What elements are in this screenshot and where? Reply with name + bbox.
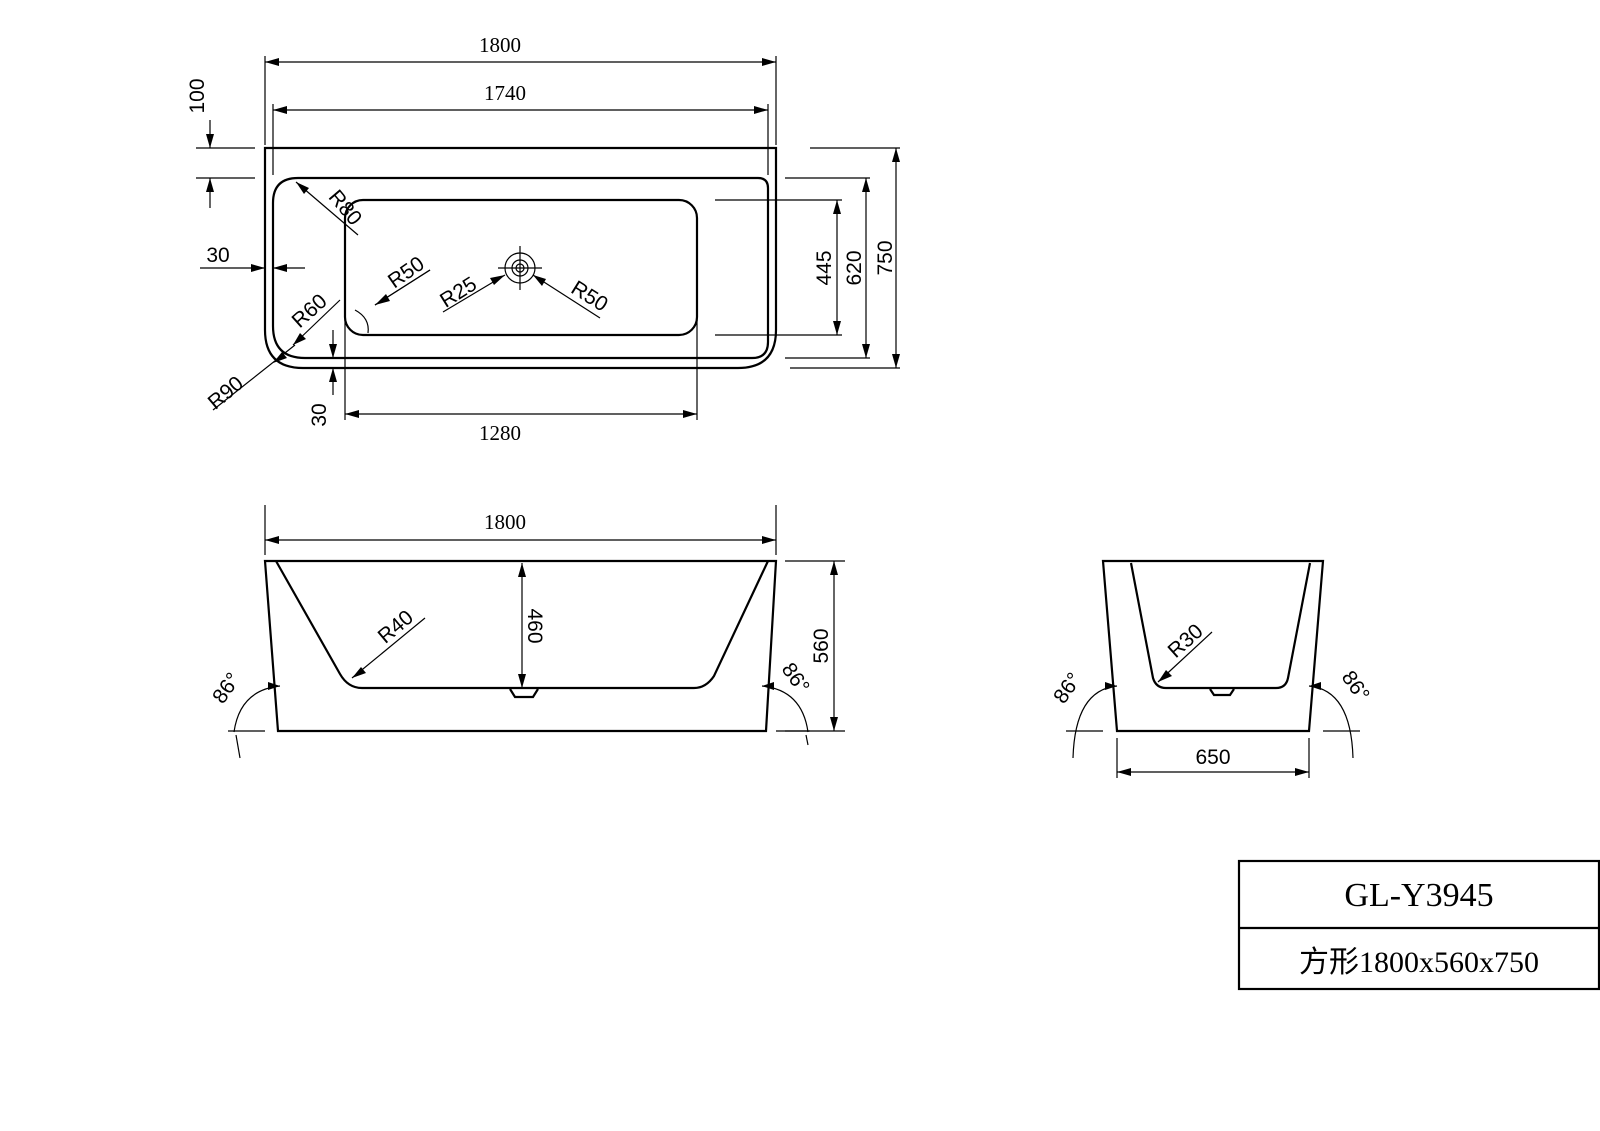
side-width-label: 650: [1195, 746, 1230, 769]
top-radius-r25-label: R25: [436, 273, 481, 313]
top-front-wall-label: 30: [308, 403, 331, 426]
front-view: 1800 560 460 R40 86° 86°: [208, 505, 845, 759]
top-radius-r90-label: R90: [204, 372, 248, 414]
front-outer-outline: [263, 559, 778, 733]
top-radius-r50-basin-label: R50: [384, 252, 429, 293]
side-view: 650 R30 86° 86°: [1049, 559, 1374, 778]
top-side-wall-label: 30: [206, 244, 229, 267]
side-inner-basin: [1129, 562, 1312, 690]
product-description: 方形1800x560x750: [1299, 946, 1539, 979]
front-inner-basin: [275, 560, 769, 690]
top-radius-r50-drain-label: R50: [567, 277, 612, 317]
front-height-label: 560: [810, 628, 833, 663]
front-length-label: 1800: [484, 510, 526, 534]
top-view: 1800 1740 1280 100 30 30 750 620 445 R80…: [186, 33, 900, 445]
side-angle-right-label: 86°: [1337, 667, 1374, 706]
top-rim-length-label: 1740: [484, 81, 526, 105]
top-dimension-lines: [200, 58, 900, 418]
top-rim-outline: [271, 176, 770, 360]
top-outer-outline: [263, 146, 778, 370]
drain-symbol-icon: [498, 246, 542, 290]
side-drain-outlet: [1209, 688, 1235, 697]
side-angle-left-label: 86°: [1049, 669, 1086, 708]
side-outer-outline: [1101, 559, 1325, 733]
top-width-label: 750: [874, 240, 897, 275]
top-radius-r60-label: R60: [288, 290, 332, 333]
top-basin-length-label: 1280: [479, 421, 521, 445]
top-rim-width-label: 620: [843, 250, 866, 285]
title-block: GL-Y3945 方形1800x560x750: [1237, 859, 1600, 991]
front-depth-label: 460: [523, 608, 546, 643]
top-length-label: 1800: [479, 33, 521, 57]
top-back-ledge-label: 100: [186, 78, 209, 113]
front-drain-outlet: [509, 688, 539, 699]
front-radius-label: R40: [374, 606, 418, 648]
top-basin-width-label: 445: [813, 250, 836, 285]
side-radius-label: R30: [1164, 620, 1208, 663]
top-extension-lines: [196, 56, 900, 420]
front-angle-left-label: 86°: [208, 669, 245, 708]
top-radius-r80-label: R80: [324, 186, 366, 230]
top-inner-basin: [343, 198, 699, 337]
model-number: GL-Y3945: [1344, 877, 1493, 914]
